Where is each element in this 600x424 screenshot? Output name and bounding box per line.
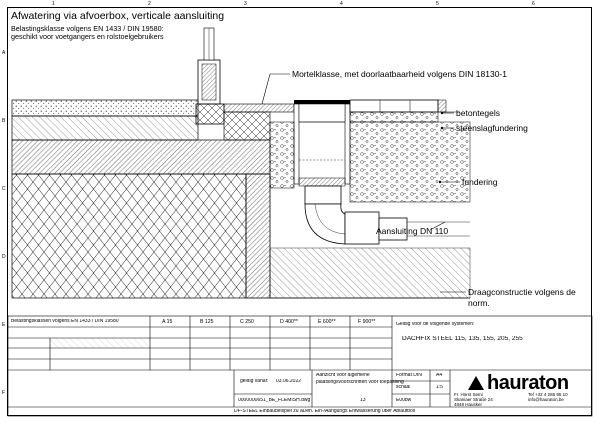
description-line-1: Aanzicht voor algemene bbox=[316, 373, 370, 378]
column-tick-2: 2 bbox=[148, 1, 151, 7]
format-value: A4 bbox=[436, 373, 443, 378]
unit-code: E00bw bbox=[396, 398, 412, 403]
company-line-2: Skaniaer Straße 24 bbox=[454, 397, 493, 402]
description-line-2: plaatsingsvoorschriften voor toepassing bbox=[316, 380, 404, 385]
row-tick-a: A bbox=[2, 50, 6, 56]
class-d400: D 400** bbox=[280, 319, 298, 325]
class-a15: A 15 bbox=[162, 319, 173, 325]
footer-description: DF-STEEL Einbaubeispiel zu aDen. Ein-/Aa… bbox=[234, 409, 416, 414]
valid-from-date: 03.06.2022 bbox=[276, 379, 302, 384]
sheet-number: 13 bbox=[360, 398, 366, 403]
row-tick-c: C bbox=[2, 186, 6, 192]
annotation-fundering: fundering bbox=[462, 177, 498, 187]
scale-label: schaal bbox=[396, 385, 411, 390]
row-tick-e: E bbox=[2, 322, 6, 328]
column-tick-3: 3 bbox=[244, 1, 247, 7]
column-tick-5: 5 bbox=[436, 1, 439, 7]
company-line-3: 4848 Hausker bbox=[454, 402, 483, 407]
annotation-betontegels: betontegels bbox=[456, 108, 500, 118]
logo-text: hauraton bbox=[487, 372, 569, 394]
row-tick-f: F bbox=[2, 390, 6, 396]
company-line-1: Fr. Hörst Semi bbox=[454, 392, 483, 397]
logo-triangle-icon bbox=[468, 376, 484, 390]
annotation-draagconstructie: Draagconstructie volgens de bbox=[468, 287, 576, 297]
column-tick-6: 6 bbox=[532, 1, 535, 7]
drawing-title: Afwatering via afvoerbox, verticale aans… bbox=[11, 10, 225, 22]
class-e600: E 600** bbox=[318, 319, 336, 325]
row-tick-d: D bbox=[2, 254, 6, 260]
drawing-number: 0000000651_BE_FLEMISH.dwg bbox=[238, 398, 311, 403]
valid-systems-label: Geldig voor de volgende systemen: bbox=[396, 322, 475, 327]
load-class-header: Belastingsklassen volgens EN 1433 / DIN … bbox=[11, 319, 119, 324]
format-label: Format DIN bbox=[396, 373, 422, 378]
company-email: info@hauraton.be bbox=[528, 397, 564, 402]
annotation-mortel: Mortelklasse, met doorlaatbaarheid volge… bbox=[292, 69, 507, 79]
hauraton-logo: hauraton bbox=[468, 372, 569, 395]
class-b125: B 125 bbox=[200, 319, 214, 325]
usage-line: geschikt voor voetgangers en rolstoelgeb… bbox=[11, 32, 164, 41]
scale-value: 1:5 bbox=[436, 385, 443, 390]
company-phone: Tel +32 4 286 95 10 bbox=[528, 392, 568, 397]
column-tick-4: 4 bbox=[340, 1, 343, 7]
column-tick-1: 1 bbox=[52, 1, 55, 7]
sheet-frame bbox=[7, 7, 592, 416]
load-class-line: Belastingsklasse volgens EN 1433 / DIN 1… bbox=[11, 24, 164, 33]
row-tick-b: B bbox=[2, 118, 6, 124]
annotation-aansluiting: Aansluiting DN 110 bbox=[376, 226, 449, 236]
valid-from-label: geldig vanaf: bbox=[240, 379, 269, 384]
valid-systems: DACHFIX STEEL 115, 135, 155, 205, 255 bbox=[402, 336, 523, 342]
class-f900: F 900** bbox=[358, 319, 376, 325]
annotation-norm: norm. bbox=[468, 298, 490, 308]
annotation-steenslag: steenslagfundering bbox=[456, 123, 528, 133]
class-c250: C 250 bbox=[240, 319, 254, 325]
